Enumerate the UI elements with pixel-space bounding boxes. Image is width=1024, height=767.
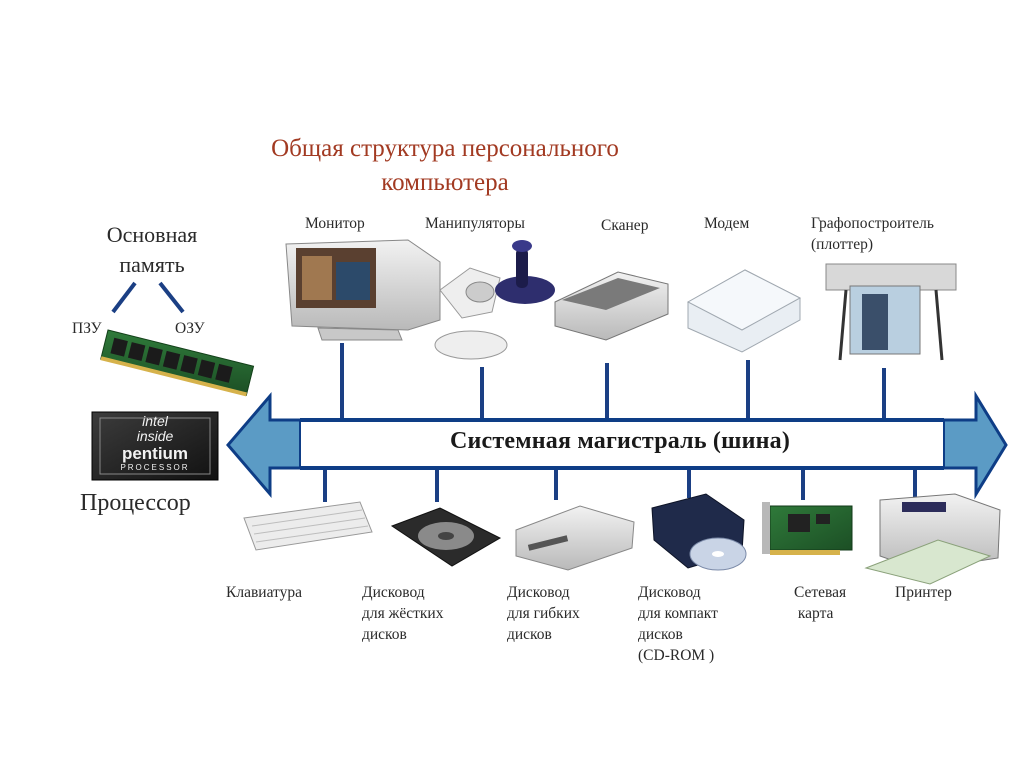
chip-text-pentium: pentium bbox=[98, 444, 212, 463]
network-card-image bbox=[762, 502, 852, 555]
manipulators-image bbox=[435, 240, 555, 359]
chip-text-inside: inside bbox=[98, 429, 212, 444]
system-bus-label: Системная магистраль (шина) bbox=[300, 428, 940, 455]
modem-image bbox=[688, 270, 800, 352]
plotter-image bbox=[826, 264, 956, 360]
chip-text-processor: PROCESSOR bbox=[98, 463, 212, 472]
monitor-image bbox=[286, 240, 440, 340]
top-connectors bbox=[342, 343, 884, 420]
chip-text-intel: intel bbox=[98, 414, 212, 429]
cdrom-image bbox=[652, 494, 746, 570]
scanner-image bbox=[555, 272, 668, 340]
ram-module-image bbox=[101, 330, 254, 396]
fdd-image bbox=[516, 506, 634, 570]
memory-branch-ram bbox=[160, 283, 183, 312]
pentium-chip-text: intel inside pentium PROCESSOR bbox=[98, 414, 212, 472]
hdd-image bbox=[392, 508, 500, 566]
memory-branch-rom bbox=[113, 283, 135, 312]
keyboard-image bbox=[244, 502, 372, 550]
bottom-connectors bbox=[325, 468, 915, 502]
printer-image bbox=[866, 494, 1000, 584]
